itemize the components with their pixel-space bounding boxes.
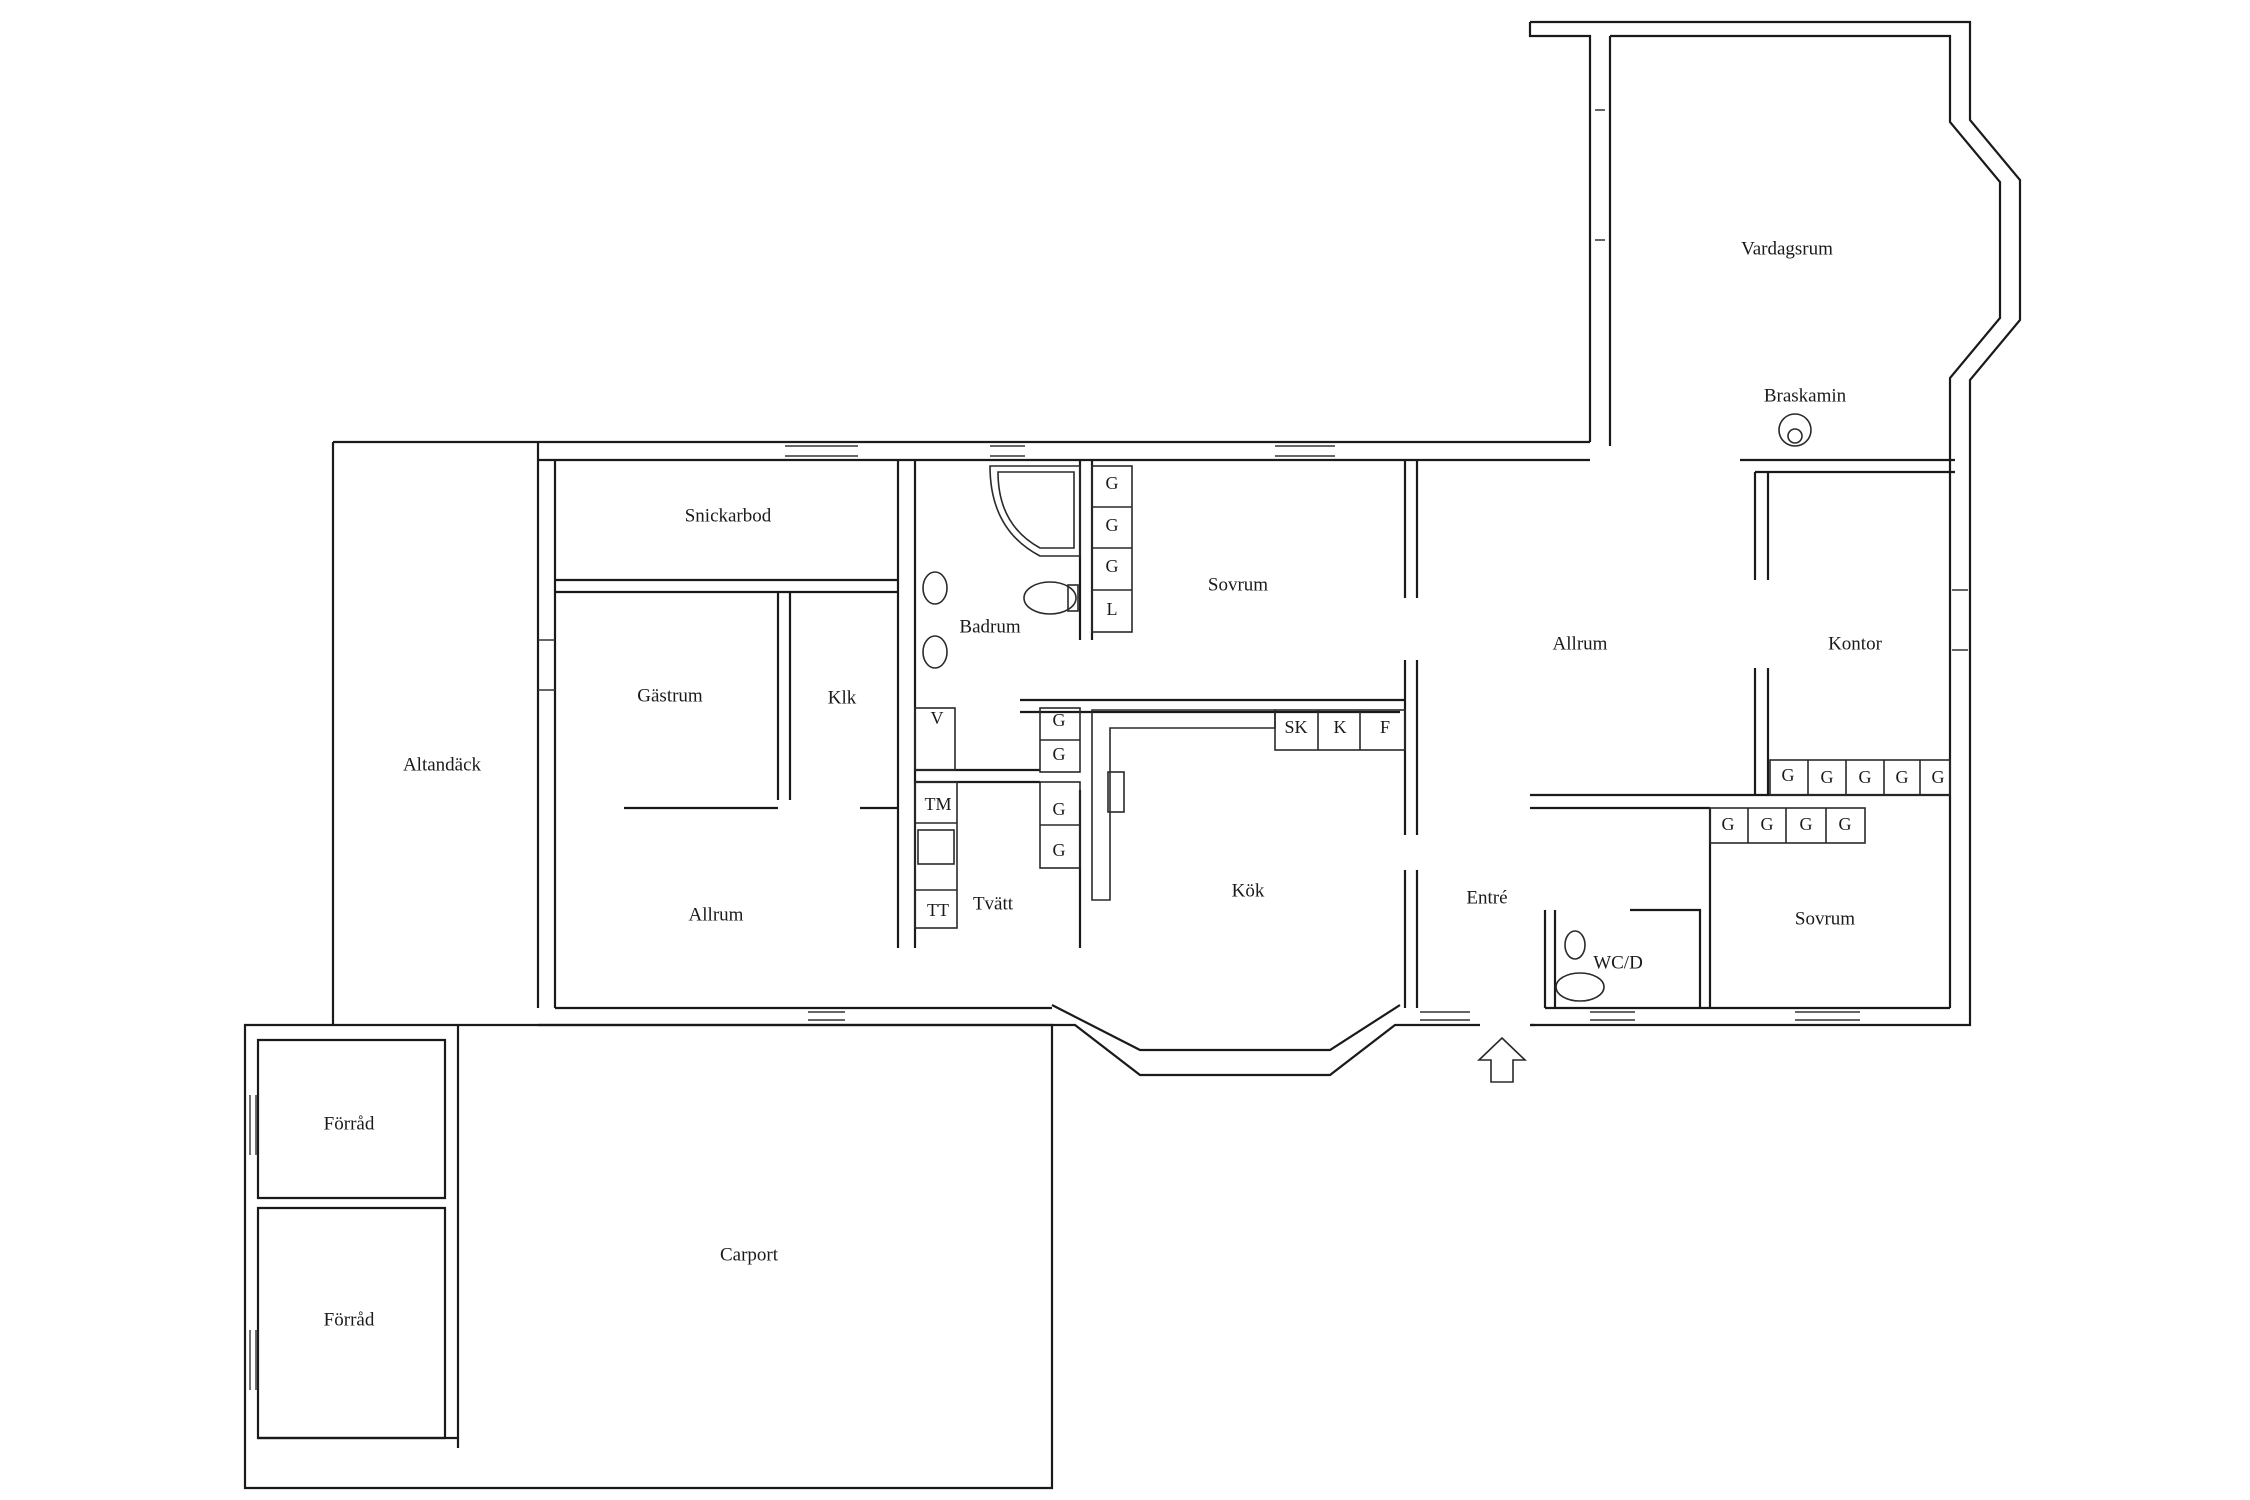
room-label-sovrum-south: Sovrum: [1795, 908, 1855, 929]
toilet-icon: [1555, 930, 1605, 1002]
fixture-label-g: G: [1053, 744, 1066, 764]
room-label-allrum-west: Allrum: [689, 904, 744, 925]
room-label-kontor: Kontor: [1828, 633, 1883, 654]
room-label-carport: Carport: [720, 1244, 779, 1265]
room-label-snickarbod: Snickarbod: [685, 505, 772, 526]
bathtub-icon: [989, 465, 1081, 557]
room-label-forrad-lower: Förråd: [324, 1309, 375, 1330]
room-label-badrum: Badrum: [959, 616, 1020, 637]
room-label-allrum-east: Allrum: [1553, 633, 1608, 654]
fixture-label-tm: TM: [925, 794, 952, 814]
room-label-klk: Klk: [828, 687, 857, 708]
fixture-label-g: G: [1932, 767, 1945, 787]
fixture-label-l: L: [1107, 599, 1118, 619]
room-labels: Vardagsrum Braskamin Snickarbod Badrum S…: [324, 238, 1883, 1330]
carport-walls: [243, 1023, 1054, 1490]
fixture-label-g: G: [1053, 799, 1066, 819]
fixture-label-k: K: [1334, 717, 1347, 737]
fixture-label-sk: SK: [1284, 717, 1307, 737]
fixture-label-g: G: [1761, 814, 1774, 834]
interior-walls: [536, 442, 1955, 1010]
fixture-label-g: G: [1839, 814, 1852, 834]
room-label-forrad-upper: Förråd: [324, 1113, 375, 1134]
fixture-label-v: V: [931, 708, 944, 728]
sink-icon: [917, 771, 1125, 865]
fixture-label-g: G: [1722, 814, 1735, 834]
fixture-label-g: G: [1800, 814, 1813, 834]
fixture-label-g: G: [1106, 473, 1119, 493]
fixture-label-g: G: [1106, 556, 1119, 576]
room-label-sovrum-north: Sovrum: [1208, 574, 1268, 595]
room-label-wc-d: WC/D: [1593, 952, 1643, 973]
room-label-gastrum: Gästrum: [637, 685, 703, 706]
fixture-label-g: G: [1859, 767, 1872, 787]
fixture-label-g: G: [1106, 515, 1119, 535]
toilet-icon: [1023, 581, 1079, 615]
fixture-label-g: G: [1782, 765, 1795, 785]
room-label-kok: Kök: [1232, 880, 1265, 901]
fixtures: [914, 465, 1951, 929]
windows: [538, 109, 1968, 1021]
fixture-label-g: G: [1053, 710, 1066, 730]
fixture-label-g: G: [1896, 767, 1909, 787]
fixture-label-tt: TT: [927, 900, 949, 920]
entrance-arrow-icon: [1477, 1036, 1527, 1083]
room-label-vardagsrum: Vardagsrum: [1741, 238, 1833, 259]
fixture-labels: G G G L V G G TM TT G G SK K F G G G G G…: [925, 473, 1945, 920]
outer-walls: [331, 20, 2022, 1077]
fixture-label-f: F: [1380, 717, 1390, 737]
label-braskamin: Braskamin: [1764, 385, 1847, 406]
fixture-label-g: G: [1053, 840, 1066, 860]
room-label-entre: Entré: [1466, 887, 1507, 908]
room-label-tvatt: Tvätt: [973, 893, 1014, 914]
room-label-altandack: Altandäck: [403, 754, 482, 775]
braskamin-icon: [1778, 413, 1812, 447]
fixture-label-g: G: [1821, 767, 1834, 787]
washbasin-icon: [922, 571, 948, 669]
